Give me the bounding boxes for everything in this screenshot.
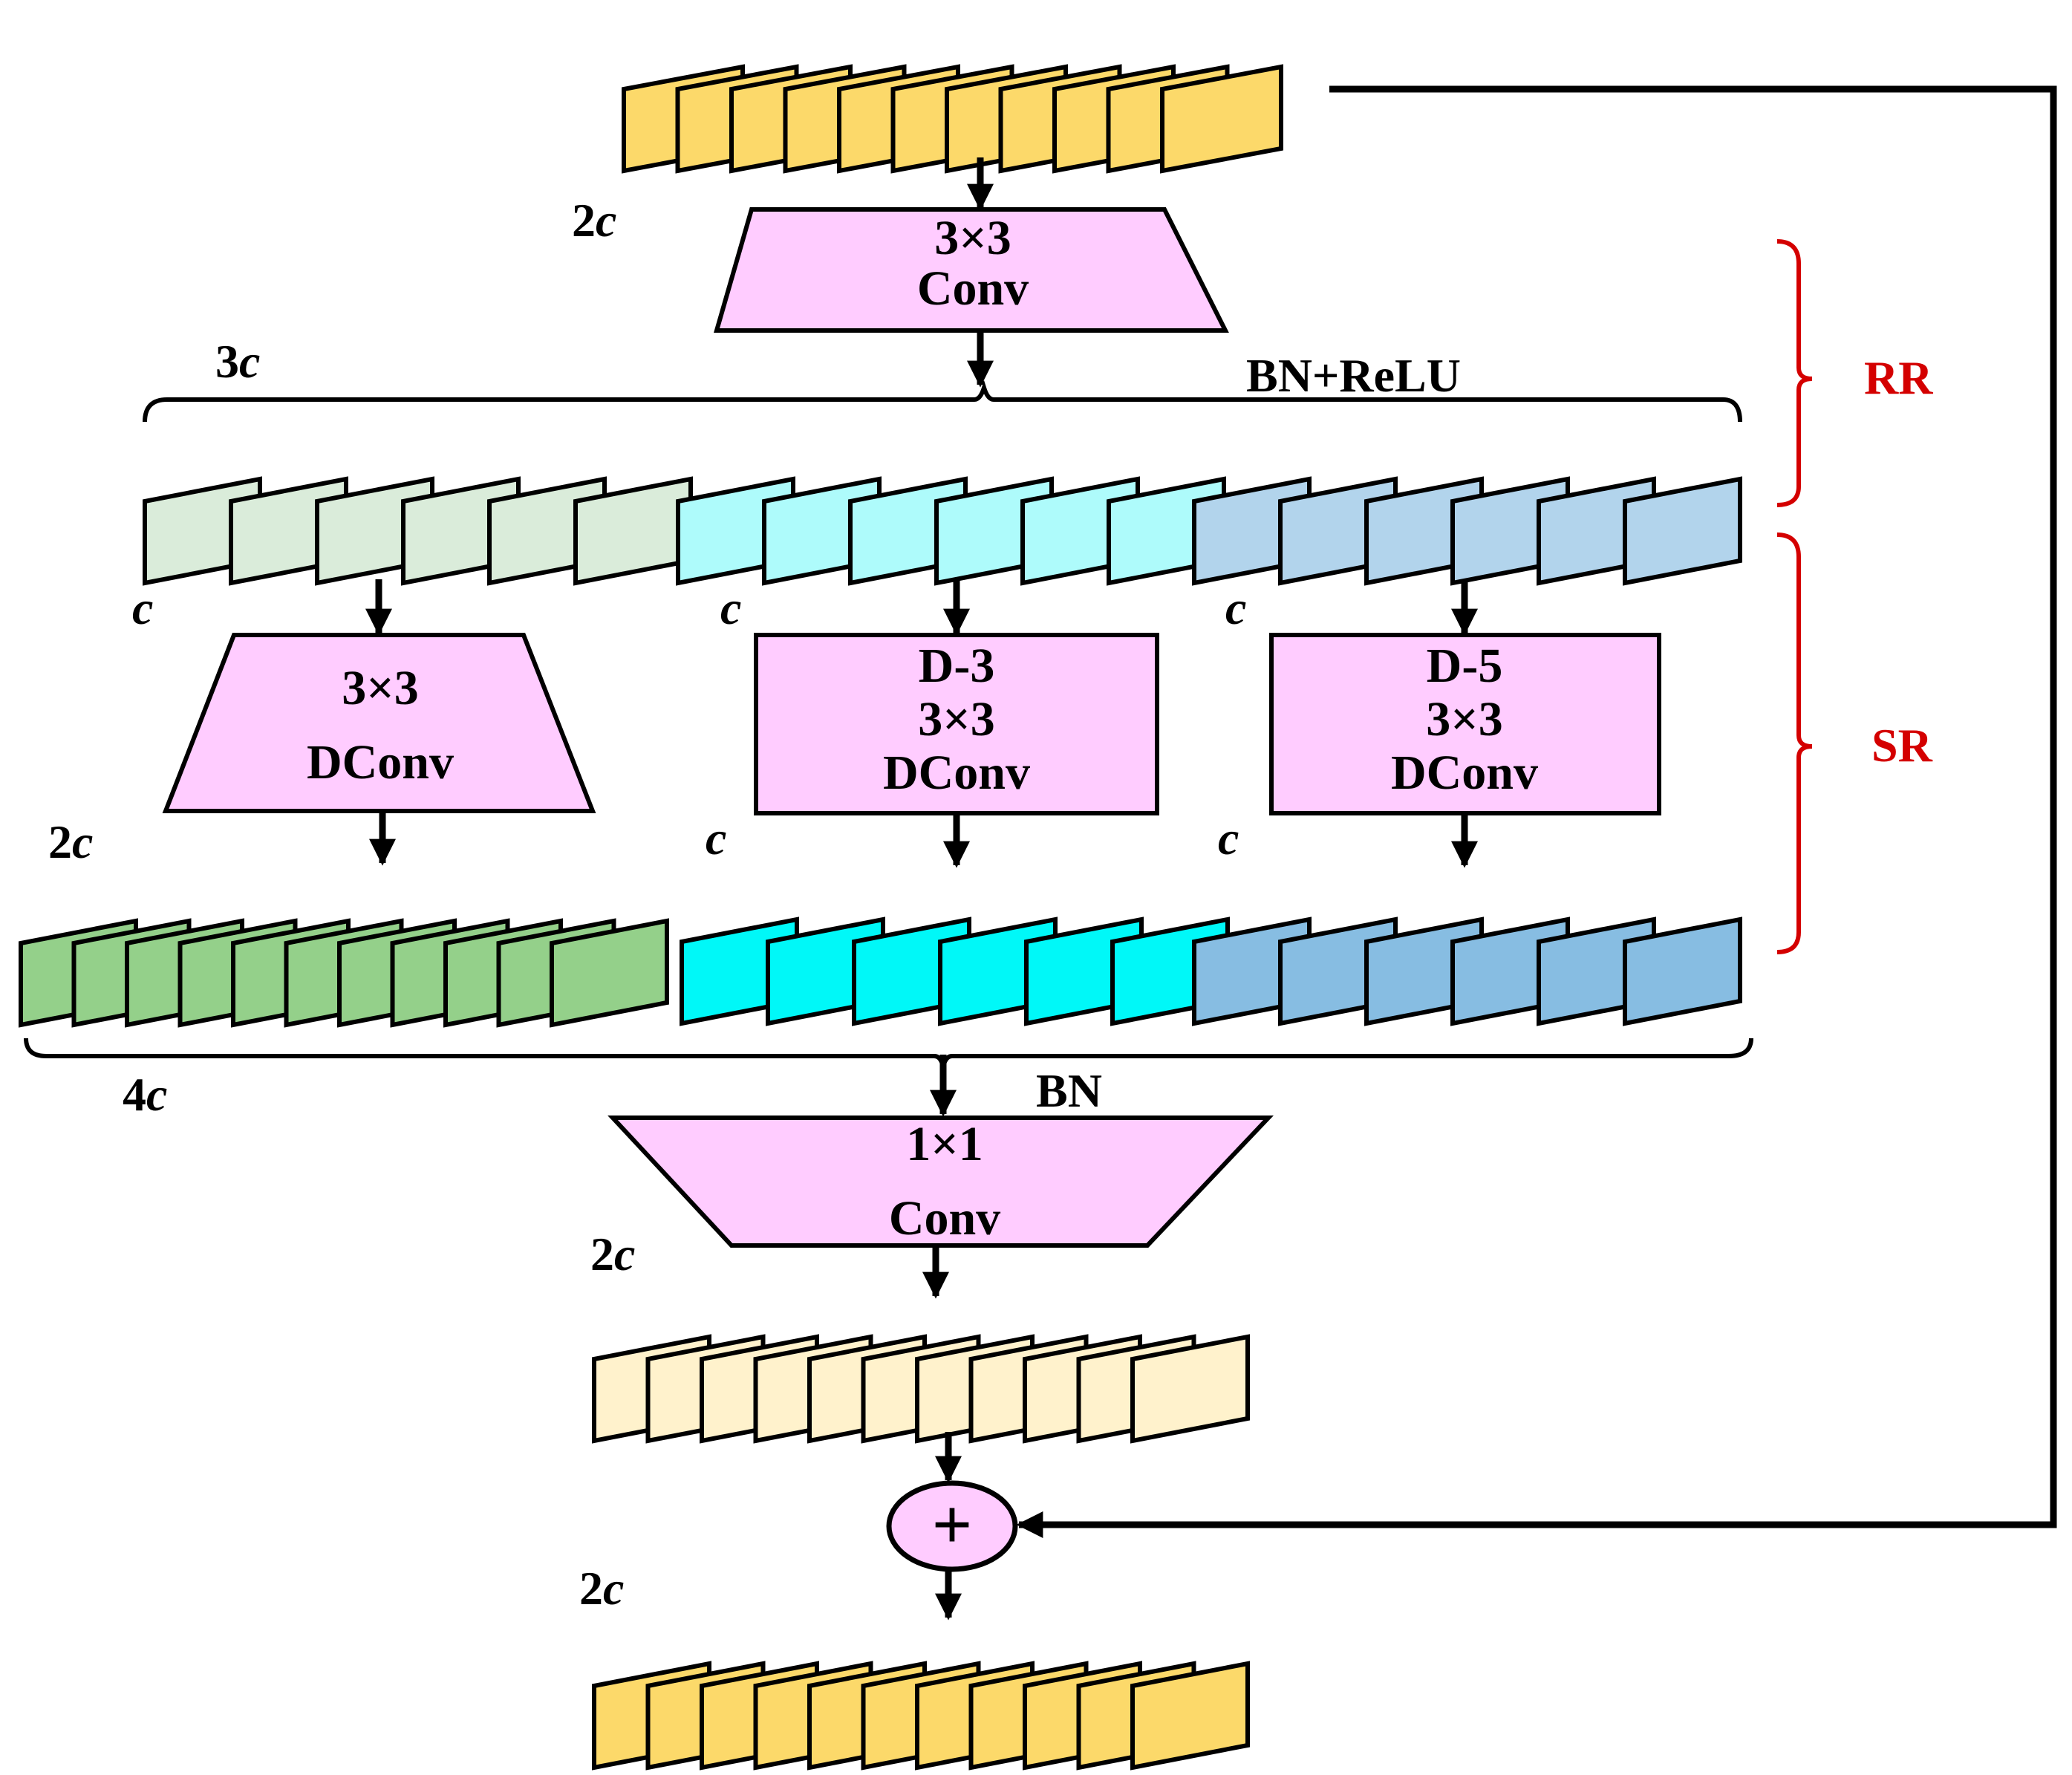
branch1-in-label: c [132,582,153,634]
add-symbol: + [932,1485,973,1564]
concat-total-label: 4c [123,1068,167,1121]
feature-map [1623,916,1742,1026]
rr-bracket [1776,239,1813,507]
feature-map [550,918,669,1028]
arrows [365,85,2057,1621]
in-channels-label: 2c [572,194,616,247]
feature-map [1130,1334,1250,1444]
branch2-out-label: c [706,812,726,864]
sr-bracket [1776,532,1813,954]
feature-map [1130,1661,1250,1771]
final-out-label: 2c [579,1562,624,1615]
bn-label: BN [1036,1064,1102,1117]
conv2-out-label: 2c [590,1228,635,1280]
split-cyan-group [676,476,1226,586]
concat-blue-group [1192,916,1742,1026]
sr-label: SR [1871,719,1933,772]
branch1-out-label: 2c [48,815,93,868]
branch2-in-label: c [720,582,741,634]
concat-brace [24,1038,1753,1068]
feature-map [1623,476,1742,586]
rr-label: RR [1864,351,1933,404]
split-brace [143,380,1742,423]
conv3x3-trapezoid [714,207,1229,333]
bn-relu-label: BN+ReLU [1246,349,1461,402]
branch3-out-label: c [1218,812,1239,864]
add-node [886,1480,1018,1572]
output-feature-stack [592,1661,1250,1771]
split-green-group [143,476,693,586]
concat-feature-stack [19,916,1742,1028]
pre-add-feature-stack [592,1334,1250,1444]
d5-dconv-box [1269,633,1661,815]
concat-green-group [19,918,669,1028]
branch3-in-label: c [1225,582,1246,634]
skip-connection [1016,85,2057,1538]
feature-map [573,476,693,586]
split-blue-group [1192,476,1742,586]
feature-map [1160,64,1283,174]
split-feature-stack [143,476,1742,586]
dconv3x3-trapezoid [162,633,596,813]
input-feature-stack [622,64,1283,174]
concat-cyan-group [680,916,1230,1026]
conv1x1-trapezoid [607,1116,1274,1248]
d3-dconv-box [754,633,1159,815]
split-total-label: 3c [215,335,260,388]
